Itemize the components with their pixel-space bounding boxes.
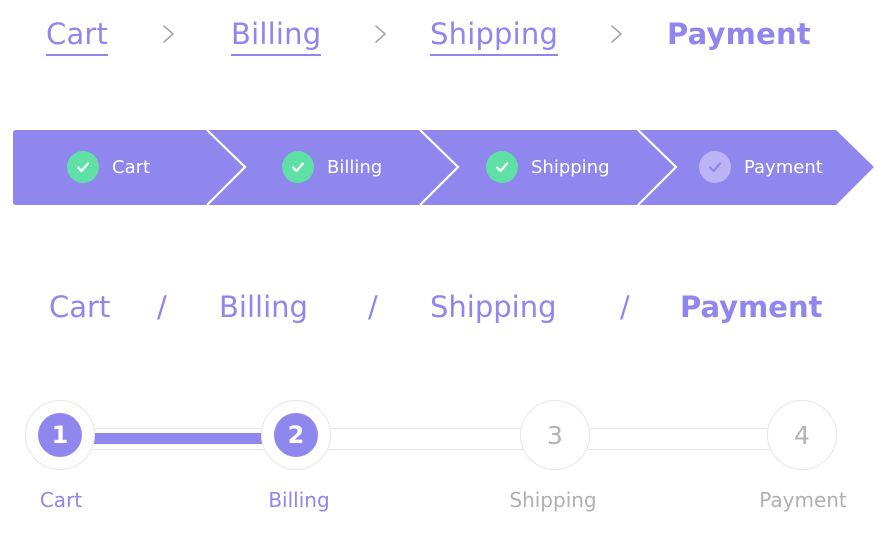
breadcrumb-current-payment: Payment bbox=[680, 290, 823, 324]
check-icon bbox=[67, 151, 99, 183]
chevron-step-payment[interactable]: Payment bbox=[699, 129, 823, 205]
chevron-right-icon bbox=[370, 22, 392, 46]
step-number: 2 bbox=[274, 413, 318, 457]
chevron-step-label: Payment bbox=[744, 156, 823, 178]
check-icon bbox=[486, 151, 518, 183]
step-number: 1 bbox=[38, 413, 82, 457]
progress-stepper: 1 2 3 4 Cart Billing Shipping Payment bbox=[0, 400, 884, 530]
progress-step-4[interactable]: 4 bbox=[767, 400, 837, 470]
chevron-right-icon bbox=[158, 22, 180, 46]
chevron-step-label: Billing bbox=[327, 156, 383, 178]
chevron-step-billing[interactable]: Billing bbox=[282, 129, 382, 205]
chevron-step-cart[interactable]: Cart bbox=[67, 129, 150, 205]
step-label-billing: Billing bbox=[268, 488, 330, 512]
breadcrumb-link-billing[interactable]: Billing bbox=[219, 290, 308, 324]
step-label-cart: Cart bbox=[39, 488, 83, 512]
breadcrumb-separator: / bbox=[620, 290, 630, 324]
chevron-right-icon bbox=[606, 22, 628, 46]
progress-fill bbox=[60, 433, 296, 444]
chevron-stepper-band bbox=[13, 129, 874, 206]
chevron-step-label: Shipping bbox=[531, 156, 610, 178]
progress-step-1[interactable]: 1 bbox=[25, 400, 95, 470]
breadcrumb-underlined: Cart Billing Shipping Payment bbox=[0, 14, 884, 60]
breadcrumb-link-shipping[interactable]: Shipping bbox=[430, 290, 557, 324]
check-icon bbox=[282, 151, 314, 183]
breadcrumb-slash: Cart / Billing / Shipping / Payment bbox=[0, 286, 884, 330]
breadcrumb-link-cart[interactable]: Cart bbox=[46, 14, 109, 56]
check-icon bbox=[699, 151, 731, 183]
progress-step-3[interactable]: 3 bbox=[520, 400, 590, 470]
breadcrumb-separator: / bbox=[368, 290, 378, 324]
progress-step-2[interactable]: 2 bbox=[261, 400, 331, 470]
breadcrumb-current-payment: Payment bbox=[667, 17, 811, 51]
chevron-step-shipping[interactable]: Shipping bbox=[486, 129, 610, 205]
step-number: 4 bbox=[794, 420, 810, 450]
chevron-step-label: Cart bbox=[112, 156, 151, 178]
step-number: 3 bbox=[547, 420, 563, 450]
step-label-shipping: Shipping bbox=[509, 488, 597, 512]
breadcrumb-link-billing[interactable]: Billing bbox=[231, 14, 322, 56]
chevron-stepper: Cart Billing Shipping Payment bbox=[0, 129, 884, 207]
step-label-payment: Payment bbox=[759, 488, 847, 512]
breadcrumb-separator: / bbox=[157, 290, 167, 324]
breadcrumb-link-cart[interactable]: Cart bbox=[49, 290, 111, 324]
breadcrumb-link-shipping[interactable]: Shipping bbox=[430, 14, 559, 56]
